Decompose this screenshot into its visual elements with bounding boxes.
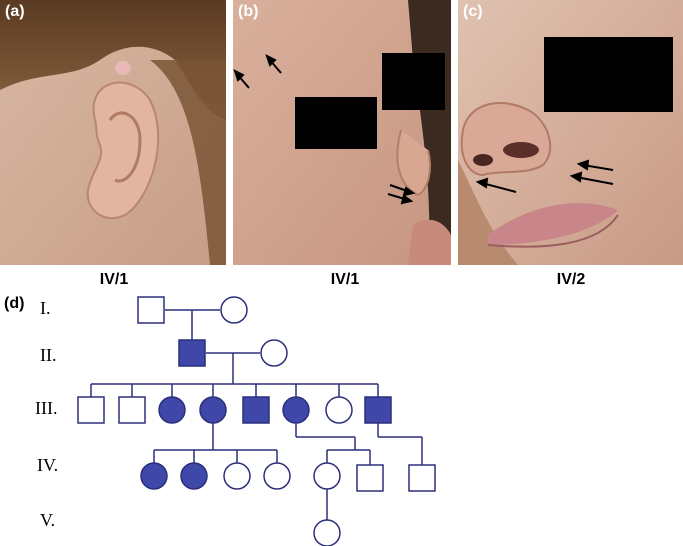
pedigree-male-gen3-5-affected xyxy=(242,396,270,424)
panel-c-label: (c) xyxy=(463,3,483,20)
pedigree-female-gen3-6-affected xyxy=(282,396,310,424)
pedigree-male-gen4-7-unaffected xyxy=(408,464,436,492)
face-b-photo xyxy=(233,0,451,265)
generation-label-5: V. xyxy=(40,510,56,530)
photo-face-b-panel: (b) xyxy=(233,0,451,265)
pedigree-female-gen4-3-unaffected xyxy=(223,462,251,490)
panel-b-label: (b) xyxy=(238,3,259,20)
pedigree-female-gen4-4-unaffected xyxy=(263,462,291,490)
caption-a: IV/1 xyxy=(99,271,129,288)
arrows-c xyxy=(475,159,614,193)
arrows-b xyxy=(233,54,416,205)
pedigree-male-gen2-1-affected xyxy=(178,339,206,367)
generation-label-4: IV. xyxy=(37,455,59,475)
panel-d-label: (d) xyxy=(4,295,25,312)
pedigree-male-gen3-2-unaffected xyxy=(118,396,146,424)
face-c-photo xyxy=(458,0,683,265)
generation-label-3: III. xyxy=(35,398,58,418)
ear-photo xyxy=(0,0,226,265)
pedigree-male-gen4-6-unaffected xyxy=(356,464,384,492)
generation-label-2: II. xyxy=(40,345,57,365)
caption-b: IV/1 xyxy=(330,271,360,288)
pedigree-female-gen3-3-affected xyxy=(158,396,186,424)
pedigree-female-gen1-2-unaffected xyxy=(220,296,248,324)
panel-a-label: (a) xyxy=(5,3,25,20)
pedigree-female-gen4-2-affected xyxy=(180,462,208,490)
pedigree-male-gen3-1-unaffected xyxy=(77,396,105,424)
photo-face-c-panel: (c) xyxy=(458,0,683,265)
pedigree-female-gen4-1-affected xyxy=(140,462,168,490)
pedigree-female-gen3-7-unaffected xyxy=(325,396,353,424)
pedigree-female-gen5-1-unaffected xyxy=(313,519,341,546)
pedigree-female-gen4-5-unaffected xyxy=(313,462,341,490)
photo-ear-panel: (a) xyxy=(0,0,226,265)
pedigree-female-gen2-2-unaffected xyxy=(260,339,288,367)
pedigree-male-gen1-1-unaffected xyxy=(137,296,165,324)
pedigree-lines xyxy=(90,309,423,520)
pedigree-male-gen3-8-affected xyxy=(364,396,392,424)
pedigree-female-gen3-4-affected xyxy=(199,396,227,424)
caption-c: IV/2 xyxy=(556,271,586,288)
generation-label-1: I. xyxy=(40,298,51,318)
